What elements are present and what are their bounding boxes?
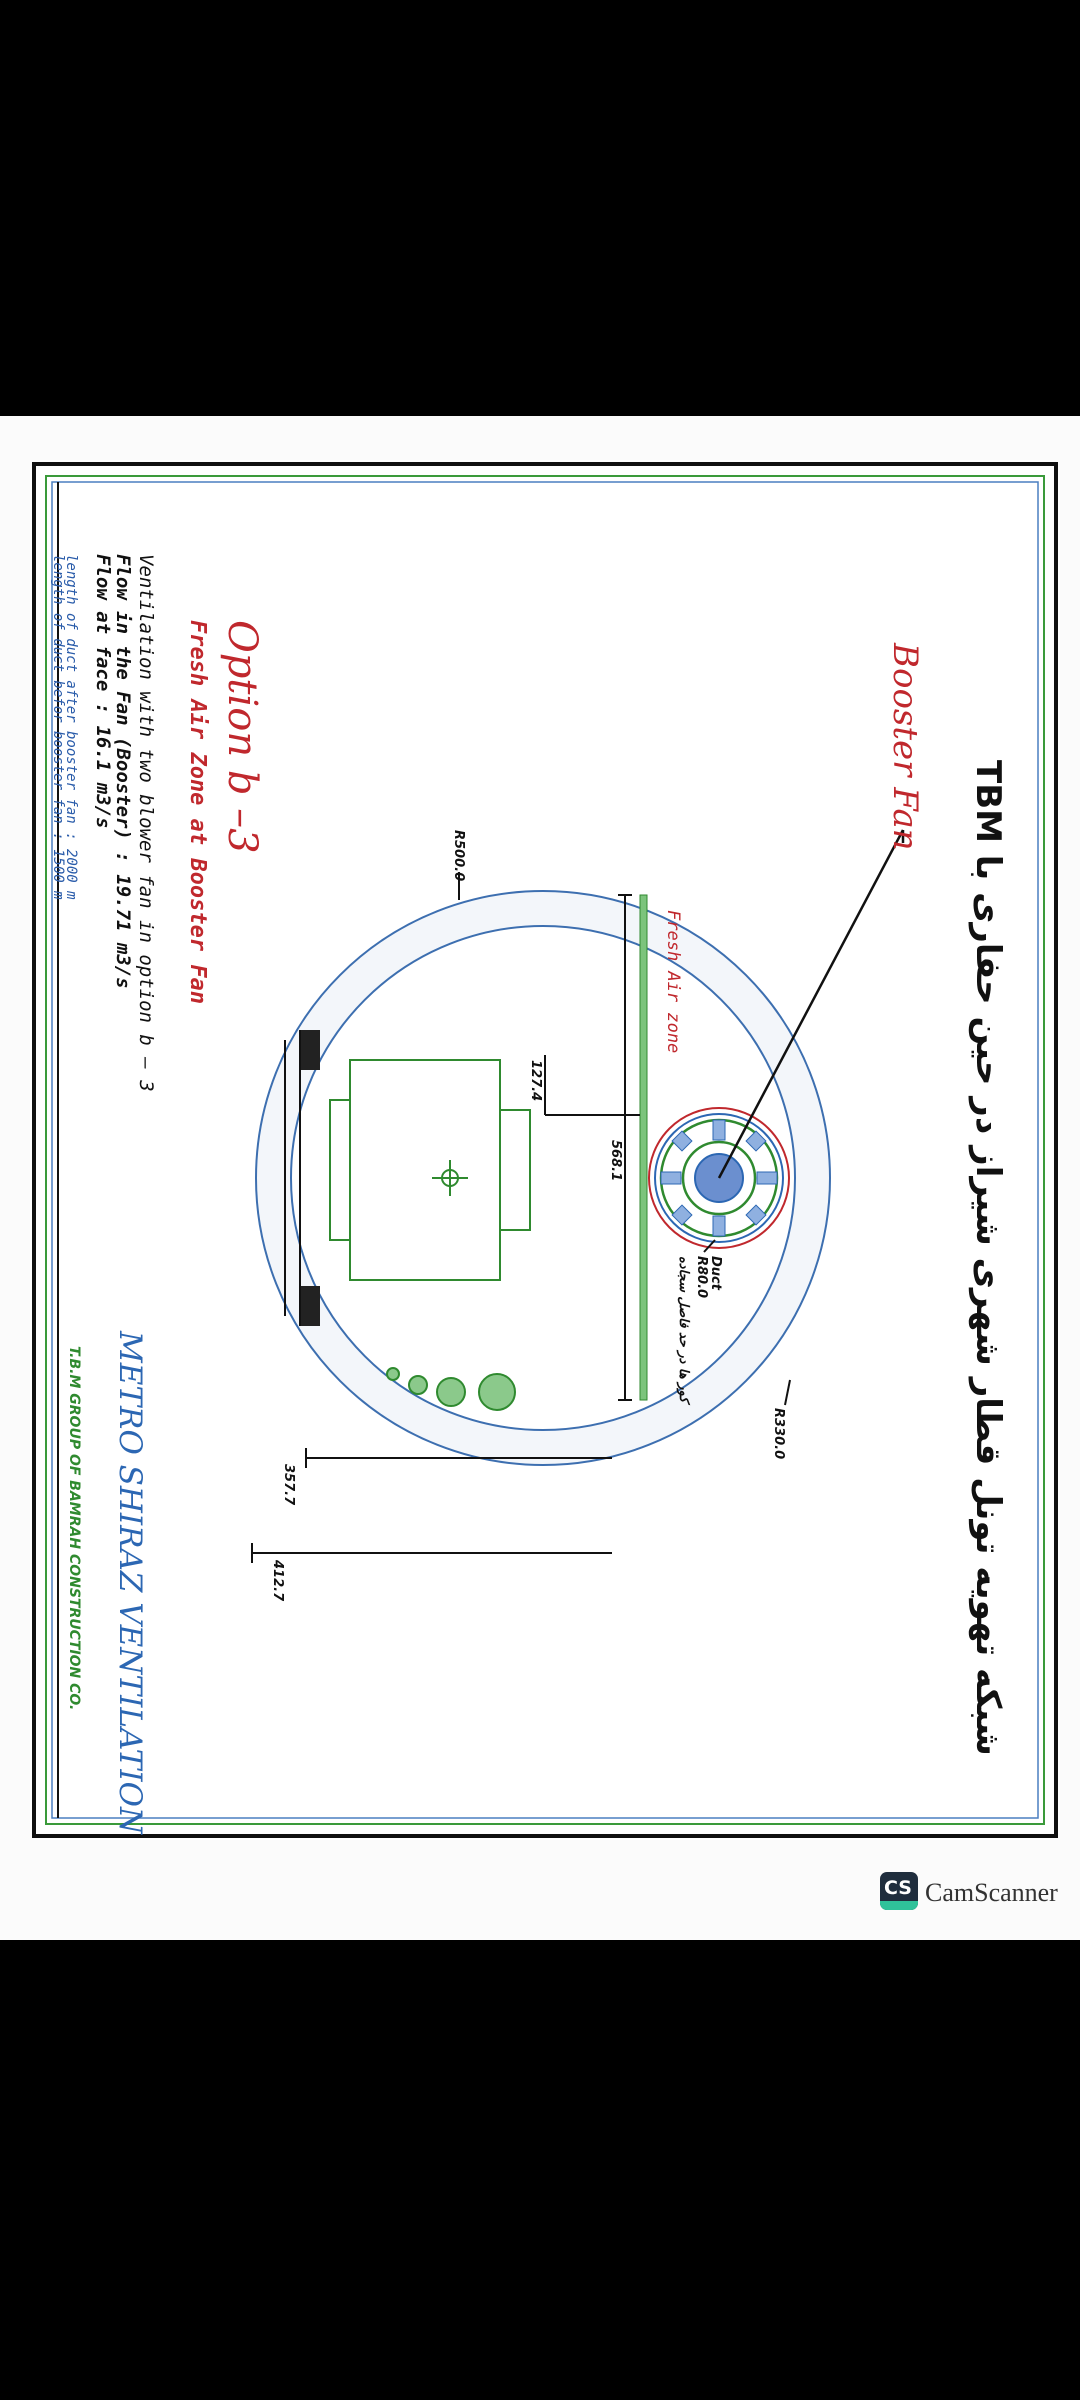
drawing-title: شبکه تهویه تونل قطار شهری شیراز در حین ح… (968, 760, 1008, 1756)
company-name: T.B.M GROUP OF BAMRAH CONSTRUCTION CO. (66, 1346, 82, 1711)
camscanner-logo: CS (880, 1872, 918, 1910)
option-label: Option b –3 (219, 620, 265, 854)
dim-568: 568.1 (608, 1140, 623, 1181)
camscanner-name: CamScanner (925, 1878, 1058, 1907)
dim-357: 357.7 (281, 1464, 296, 1506)
subtitle: Fresh Air Zone at Booster Fan (185, 620, 210, 1005)
note-line: Flow in the Fan (Booster) : 19.71 m3/s (112, 554, 134, 989)
dim-127: 127.4 (528, 1060, 543, 1101)
booster-fan-label: Booster Fan (885, 643, 925, 851)
tbm-backup-car (329, 1059, 531, 1281)
fresh-air-zone-label: Fresh Air zone (663, 910, 683, 1053)
r80-label: R80.0 (694, 1256, 709, 1298)
project-name: METRO SHIRAZ VENTILATION (112, 1331, 148, 1835)
tunnel-drawing: Fresh Air zone 568.1 127.4 357.7 412.7 R… (32, 462, 1058, 1838)
note-line: Ventilation with two blower fan in optio… (135, 554, 157, 1092)
note-line: Flow at face : 16.1 m3/s (92, 554, 114, 829)
frame-green (45, 475, 1045, 1825)
camscanner-logo-text: CS (884, 1877, 912, 1899)
booster-fan-leader (717, 829, 905, 1179)
pipes (386, 1367, 516, 1411)
frame-blue (51, 481, 1039, 1819)
dim-412: 412.7 (270, 1559, 285, 1602)
duct-length-line: length of duct befor booster fan : 1500 … (50, 554, 66, 900)
fresh-air-partition (639, 894, 648, 1401)
r500-label: R500.0 (451, 830, 466, 881)
rail-left (300, 1030, 320, 1070)
duct-note: کور ها در حد فاصل سجاده (676, 1256, 691, 1406)
r330-label: R330.0 (771, 1408, 786, 1459)
duct-label: Duct (708, 1256, 723, 1291)
tunnel-inner-ring (290, 925, 796, 1431)
frame-outer (32, 462, 1058, 1838)
rail-right (300, 1286, 320, 1326)
drawing-sheet: Fresh Air zone 568.1 127.4 357.7 412.7 R… (30, 460, 1060, 1840)
